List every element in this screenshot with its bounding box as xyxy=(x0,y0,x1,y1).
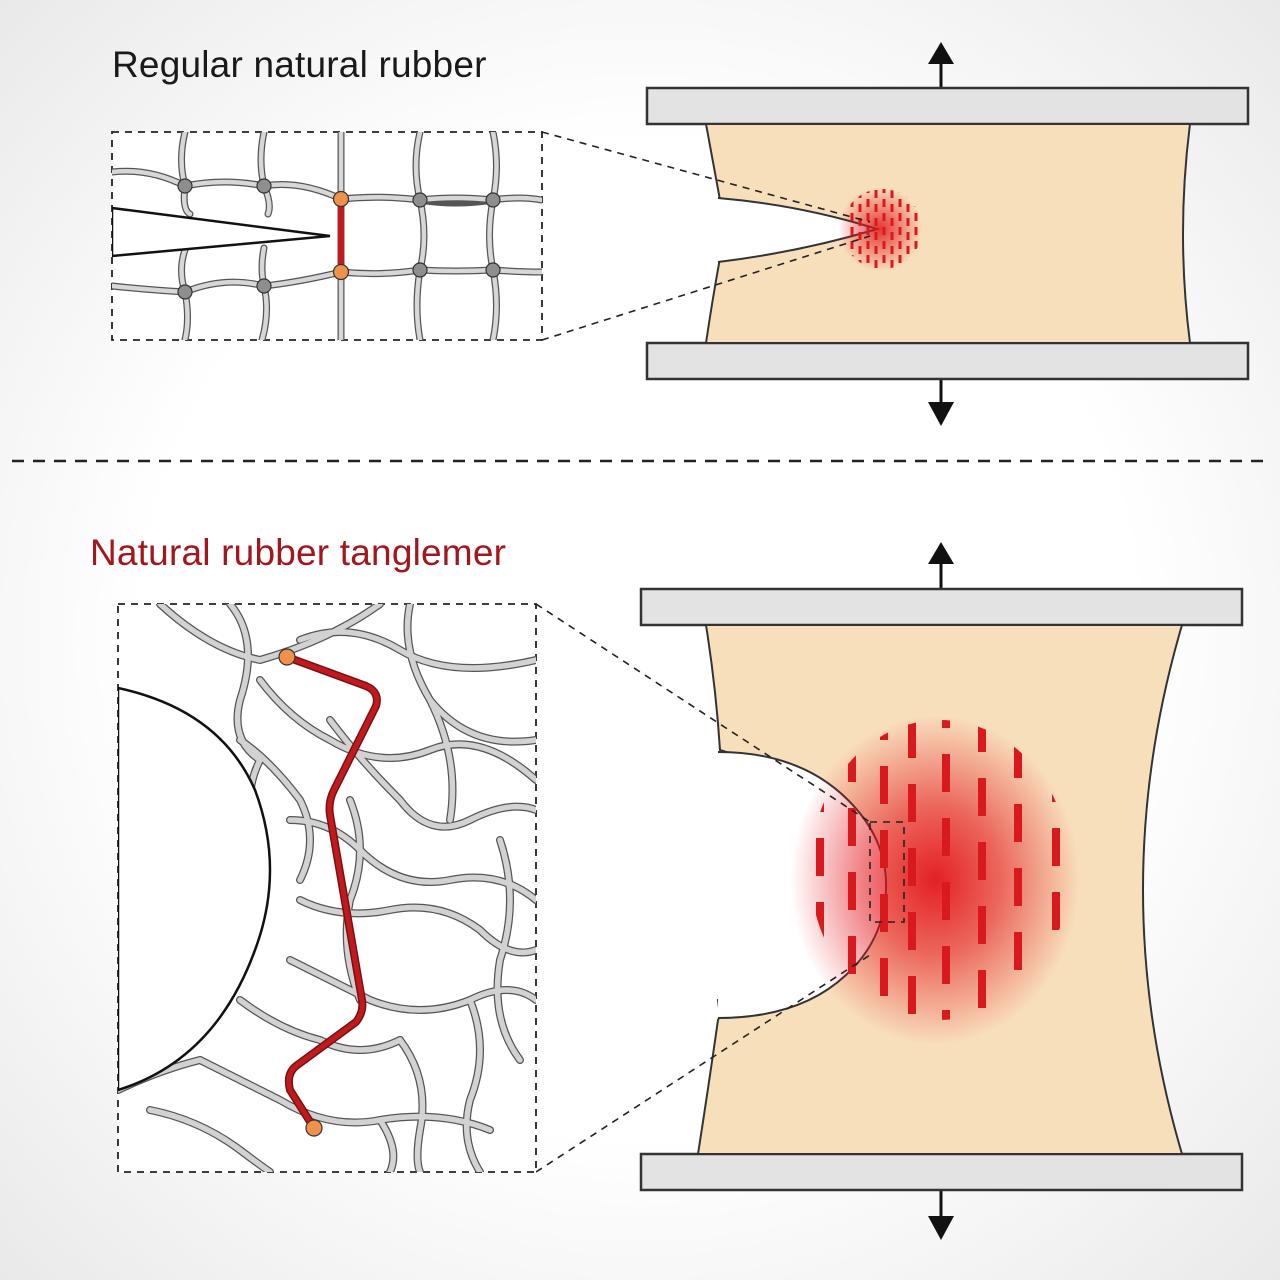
arrow-up-icon xyxy=(928,42,954,88)
regular-rubber-panel xyxy=(111,42,1250,426)
bottom-grip xyxy=(645,341,1250,381)
arrow-up-icon xyxy=(928,542,954,590)
tanglemer-panel xyxy=(117,542,1244,1240)
load-bearing-node xyxy=(305,1119,323,1137)
damage-glow xyxy=(790,715,1080,1045)
tanglemer-title: Natural rubber tanglemer xyxy=(90,532,507,573)
crosslinked-network xyxy=(112,132,542,340)
top-grip xyxy=(639,587,1244,627)
inset-blunted-crack xyxy=(118,686,272,1092)
zoom-connectors xyxy=(541,131,871,341)
regular-rubber-title: Regular natural rubber xyxy=(112,44,487,85)
arrow-down-icon xyxy=(928,1190,954,1240)
bottom-grip xyxy=(639,1152,1244,1192)
top-grip xyxy=(645,86,1250,126)
inset-crack xyxy=(112,206,331,258)
entangled-network xyxy=(118,604,536,1172)
load-bearing-node xyxy=(278,648,296,666)
zoom-connectors xyxy=(535,603,905,1173)
arrow-down-icon xyxy=(928,378,954,426)
